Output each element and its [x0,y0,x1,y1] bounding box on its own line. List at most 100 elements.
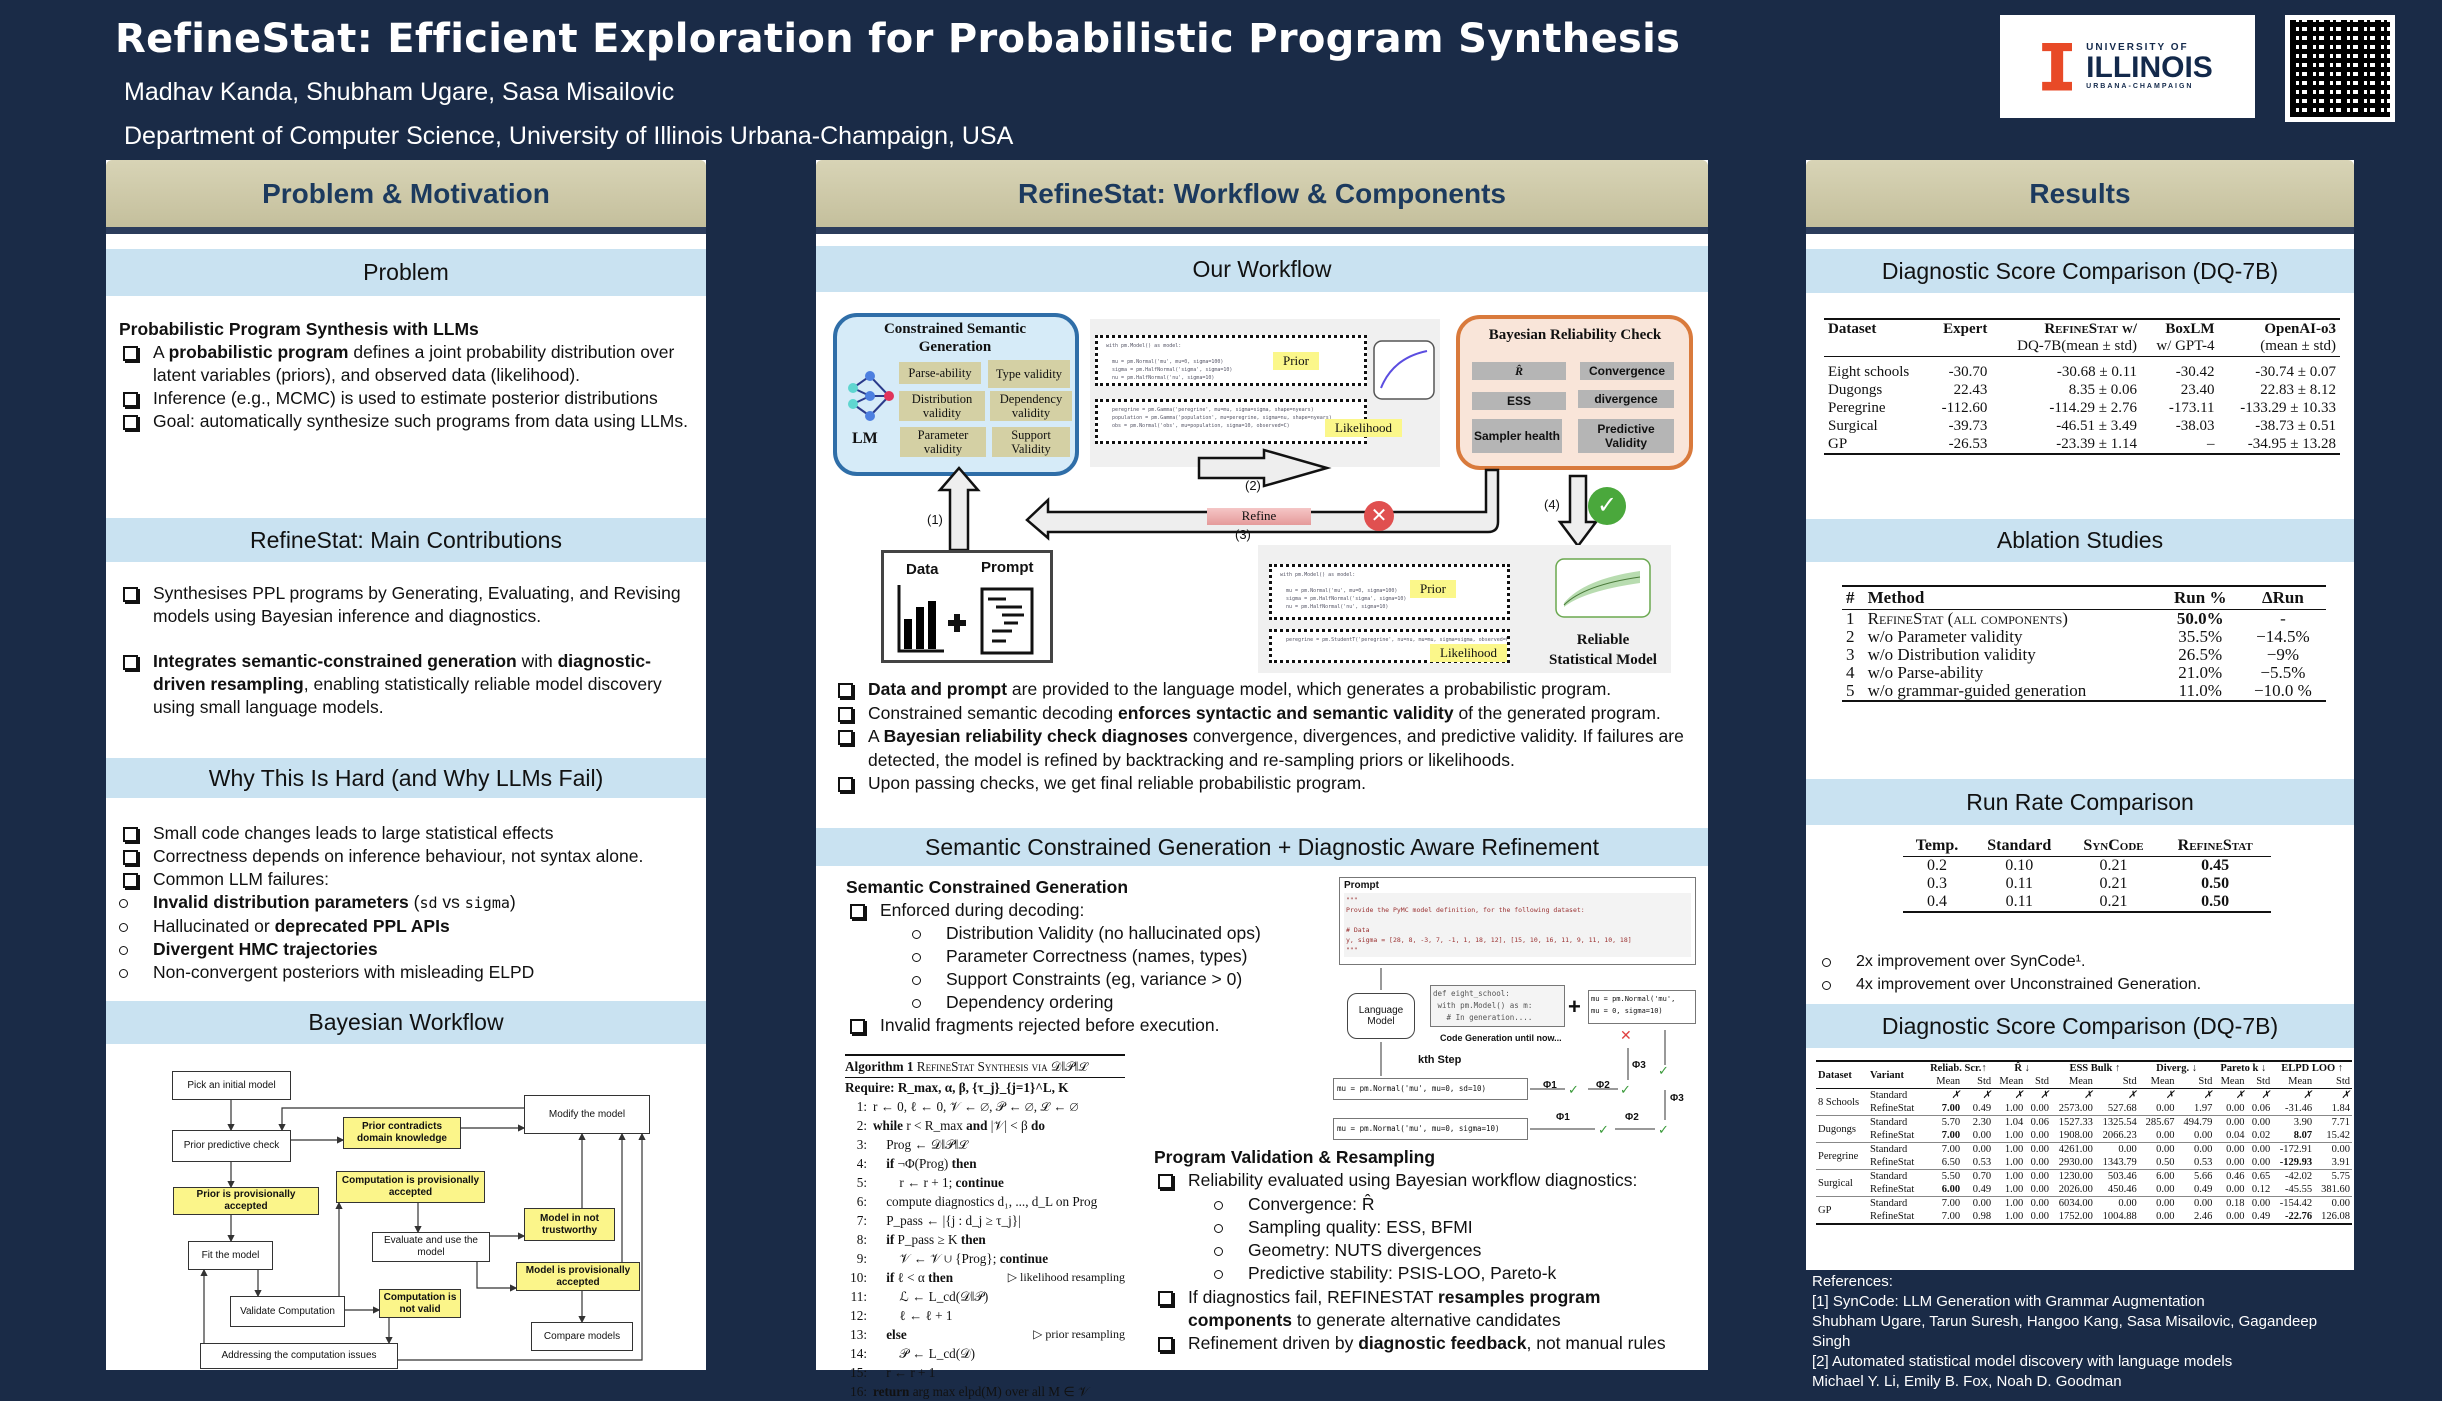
column-header: Variant [1869,1069,1904,1081]
block-i-icon [2042,42,2073,91]
phi3-label-2: Φ3 [1670,1093,1684,1104]
table-cell: 0.00 [2331,1198,2350,1209]
authors: Madhav Kanda, Shubham Ugare, Sasa Misail… [124,78,675,106]
column-header: Standard [1987,837,2052,854]
list-item: Inference (e.g., MCMC) is used to estima… [119,387,699,410]
likelihood-label: Likelihood [1325,419,1403,437]
table-cell: 0.3 [1926,875,1947,892]
table-cell: 23.40 [2180,382,2215,398]
table-cell: 5.50 [1941,1171,1961,1182]
table-cell: −5.5% [2260,663,2306,682]
table-cell: ✗ [2127,1090,2137,1101]
table-cell: 2573.00 [2058,1103,2093,1114]
arrow-step2 [1197,448,1332,488]
list-item: Distribution Validity (no hallucinated o… [816,922,1326,945]
logo-line3: URBANA-CHAMPAIGN [2086,83,2194,90]
table-cell: 1752.00 [2058,1211,2093,1222]
fitted-model-chart-icon [1555,558,1651,618]
text-segment: Synthesises PPL programs by Generating, … [153,583,681,626]
table-cell: w/o Distribution validity [1867,645,2036,664]
runrate-notes: 2x improvement over SynCode¹.4x improvem… [1726,950,2342,996]
phi3-label: Φ3 [1632,1060,1646,1071]
references: References: [1] SynCode: LLM Generation … [1806,1270,2354,1390]
column-header: RefineStat: Workflow & Components [816,160,1708,234]
list-item: Parameter Correctness (names, types) [816,945,1326,968]
column-header: Pareto k ↓ [2220,1063,2267,1074]
table-cell: 6.00 [2156,1171,2175,1182]
table-cell: 0.02 [2251,1130,2271,1141]
svg-text:✓: ✓ [1658,1122,1669,1137]
validation-bullet: Reliability evaluated using Bayesian wor… [1154,1169,1699,1192]
table-cell: 0.00 [2030,1130,2049,1141]
step3-label: (3) [1235,527,1251,542]
list-item: If diagnostics fail, REFINESTAT resample… [1154,1286,1699,1333]
table-cell: 527.68 [2107,1103,2137,1114]
table-cell: -173.11 [2168,400,2215,416]
algorithm-require: Require: R_max, α, β, {τ_j}_{j=1}^L, K [845,1080,1069,1095]
wf-prior-contradicts: Prior contradicts domain knowledge [343,1117,461,1149]
table-cell: 1.97 [2194,1103,2213,1114]
list-item: Refinement driven by diagnostic feedback… [1154,1332,1699,1355]
posterior-curve-icon [1373,340,1435,400]
language-model-box: Language Model [1347,993,1415,1039]
step2-label: (2) [1245,478,1261,493]
text-segment: ) [509,892,516,912]
table-cell: -30.74 ± 0.07 [2255,364,2336,380]
list-item: Small code changes leads to large statis… [119,822,704,845]
column-header: Results [1806,160,2354,234]
section-header-bayesian-workflow: Bayesian Workflow [106,1001,706,1044]
generated-code-box: def eight_school: with pm.Model() as m: … [1430,985,1565,1027]
qr-code-icon[interactable] [2285,15,2395,122]
column-header: # [1846,588,1855,607]
table-cell: -30.70 [1948,364,1988,380]
text-segment: diagnostic-driven resampling [153,651,651,694]
wf-fit-model: Fit the model [188,1241,273,1270]
text-segment: deprecated PPL APIs [274,916,450,936]
table-cell: −9% [2266,645,2300,664]
column-header: Mean [2288,1076,2313,1087]
code-likelihood: peregrine = pm.Gamma('peregrine', mu=mu,… [1095,399,1367,444]
section-header-why: Why This Is Hard (and Why LLMs Fail) [106,758,706,798]
table-cell: 0.21 [2099,875,2128,892]
column-header: R̂ ↓ [2014,1063,2030,1074]
table-cell: 7.00 [1941,1144,1961,1155]
table-cell: 0.00 [1972,1130,1992,1141]
table-cell: 22.83 ± 8.12 [2260,382,2336,398]
table-cell: 0.70 [1972,1171,1992,1182]
table-cell: w/o grammar-guided generation [1867,681,2087,700]
reference-line: Michael Y. Li, Emily B. Fox, Noah D. Goo… [1812,1373,2122,1390]
table-cell: -114.29 ± 2.76 [2049,400,2138,416]
wf-model-accepted: Model is provisionally accepted [516,1262,640,1291]
table-cell: 1.00 [2004,1171,2024,1182]
text-segment: Data and prompt [868,679,1008,699]
table-cell: ✗ [2165,1090,2175,1101]
algorithm-title: RefineStat Synthesis via 𝒟‖𝒫‖ℒ [916,1059,1088,1074]
algorithm-line: 8: if P_pass ≥ K then [856,1232,986,1247]
table-cell: -154.42 [2279,1198,2313,1209]
table-cell: Surgical [1818,1177,1853,1189]
column-header: Temp. [1915,837,1959,854]
table-cell: −10.0 % [2254,681,2312,700]
text-segment: Sampling quality: ESS, BFMI [1248,1216,1473,1237]
list-item: A probabilistic program defines a joint … [119,341,699,387]
candidate-sd: mu = pm.Normal('mu', mu=0, sd=10) [1333,1078,1528,1100]
table-cell: 7.00 [1941,1103,1961,1114]
arrow-refine [1025,468,1500,541]
text-segment: resamples program components [1188,1286,1601,1331]
list-item: Data and prompt are provided to the lang… [834,678,1694,702]
text-segment: defines a joint probability distribution… [153,342,675,385]
table-cell: 8.35 ± 0.06 [2068,382,2138,398]
wf-prior-predictive-check: Prior predictive check [172,1130,291,1162]
scg-bullet-text: Enforced during decoding: [880,900,1085,920]
table-cell: 3.90 [2293,1117,2313,1128]
scg-bullet: Invalid fragments rejected before execut… [846,1014,1326,1037]
workflow-bullets: Data and prompt are provided to the lang… [834,678,1694,796]
table-cell: 0.00 [2251,1157,2271,1168]
table-cell: 0.00 [2194,1130,2213,1141]
